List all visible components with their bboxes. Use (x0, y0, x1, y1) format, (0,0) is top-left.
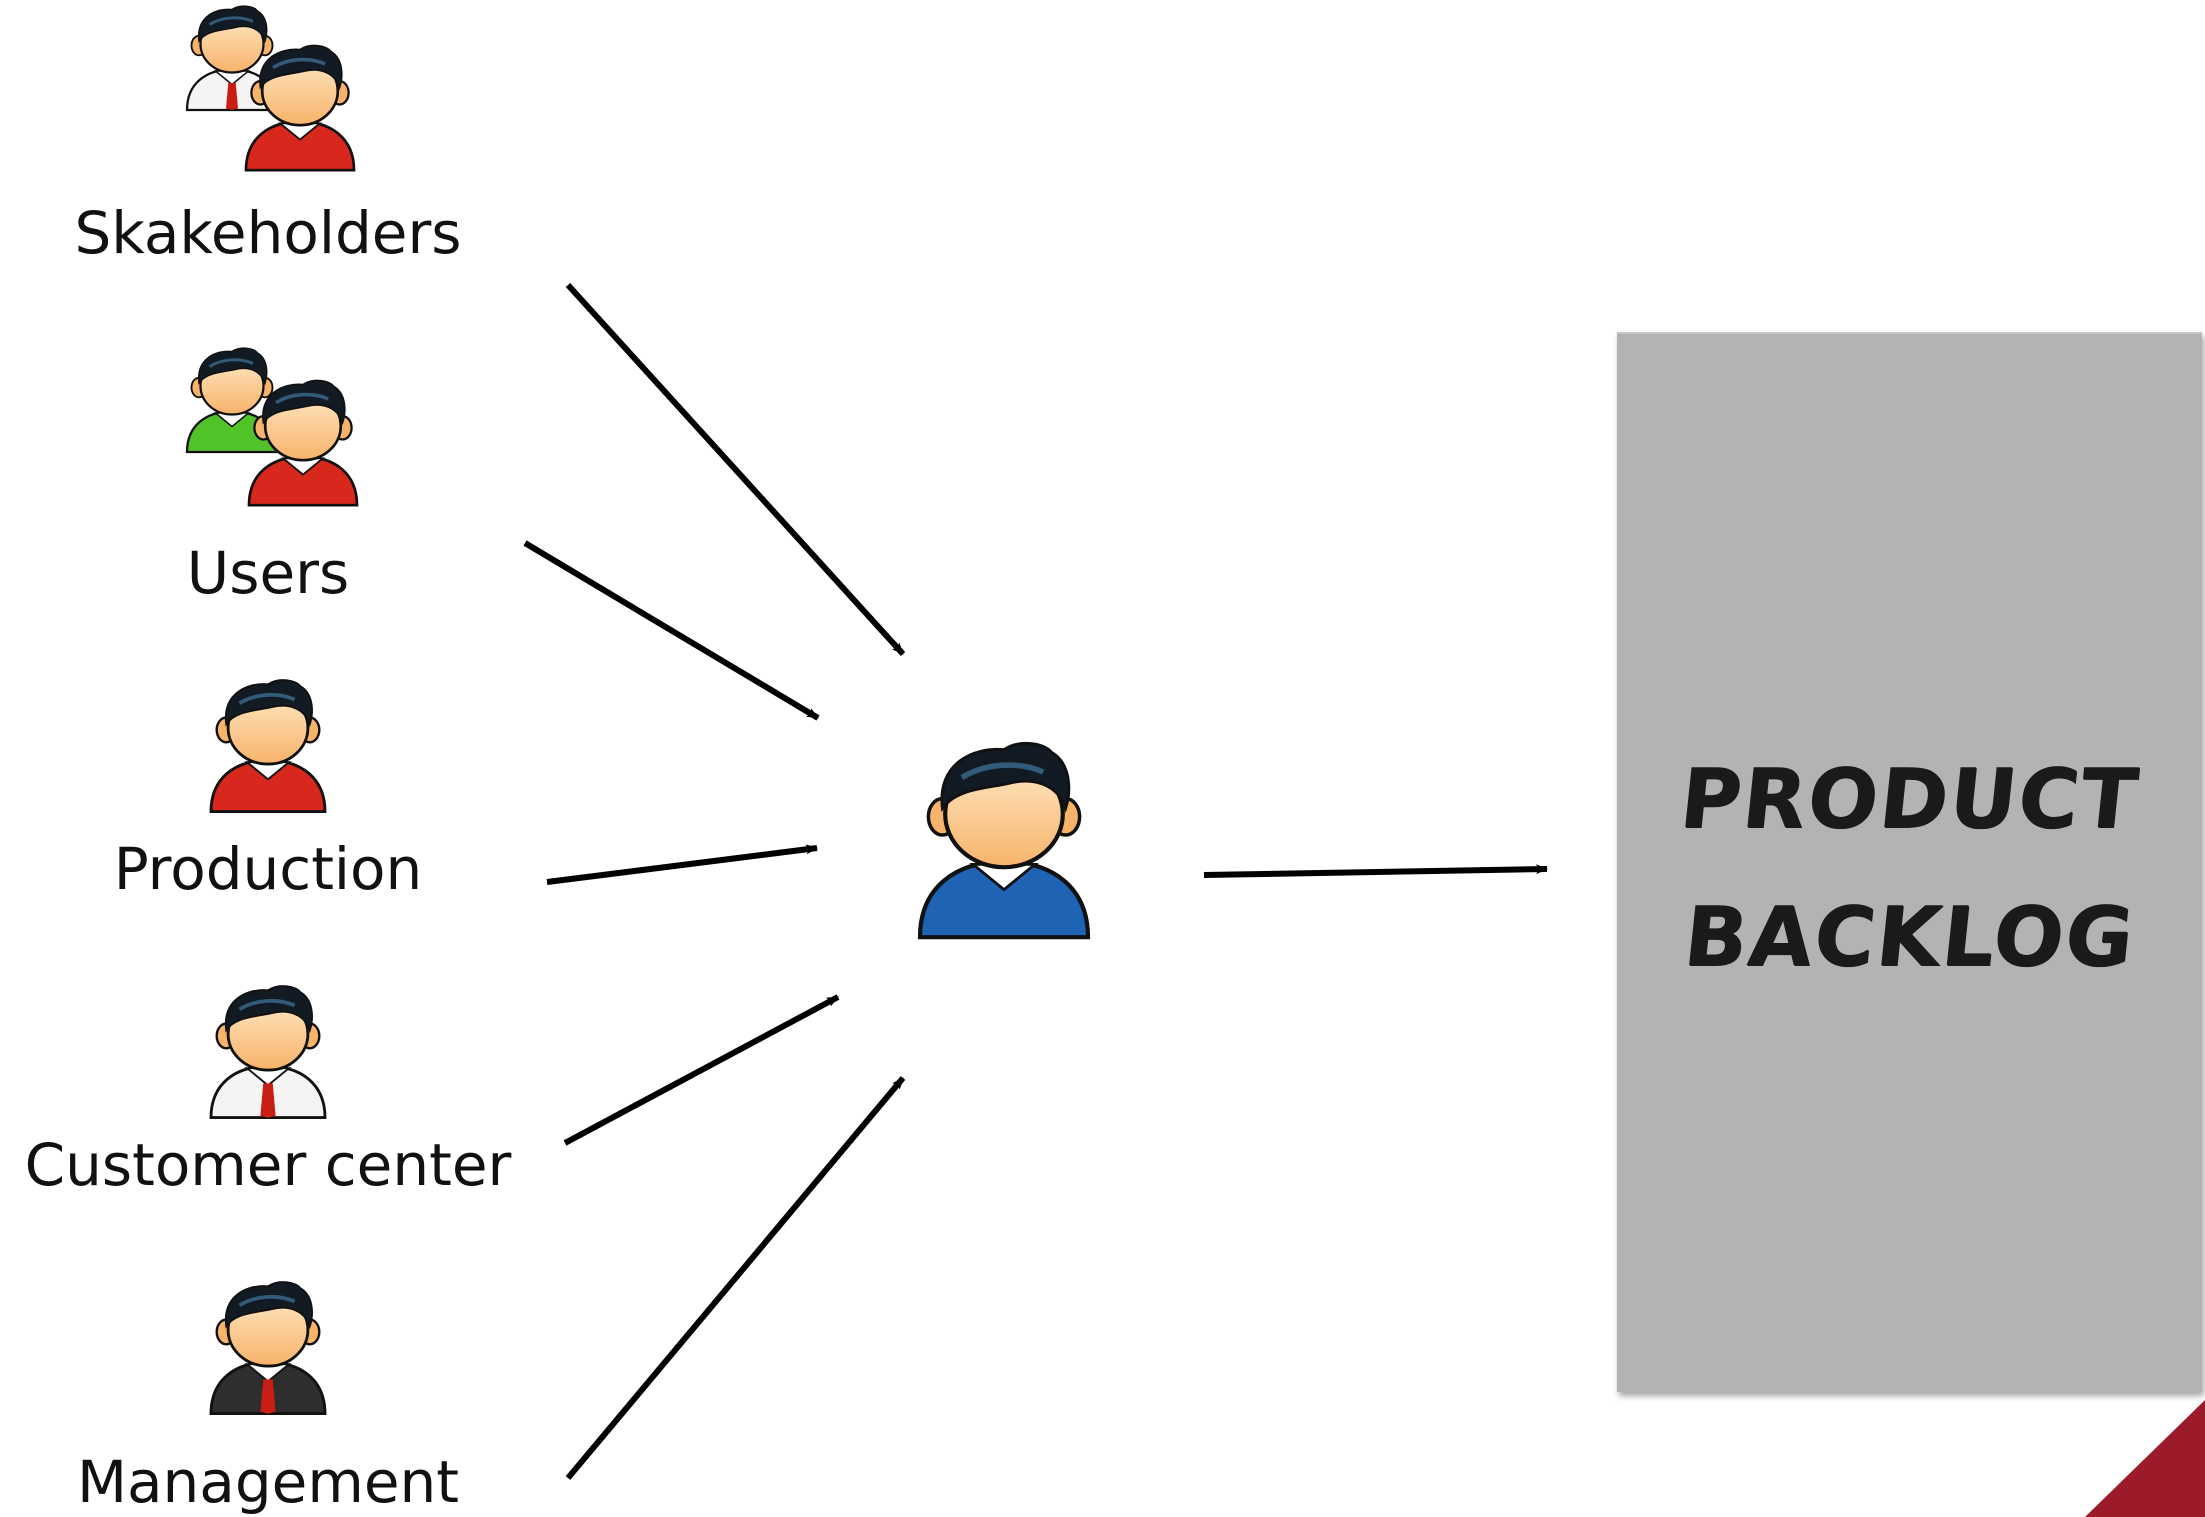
corner-accent (2085, 1400, 2205, 1517)
label-production: Production (113, 835, 423, 903)
label-management: Management (76, 1448, 460, 1516)
backlog-title-line1: PRODUCT (1675, 752, 2144, 847)
customer-center-icon (209, 985, 327, 1120)
skakeholders-icon-front (244, 44, 356, 172)
arrow-production (546, 844, 818, 885)
users-icon-front (247, 379, 359, 507)
label-customer-center: Customer center (24, 1131, 512, 1199)
production-icon (209, 679, 327, 814)
arrows (523, 282, 1548, 1480)
skakeholders-icon-back (185, 5, 279, 112)
arrow-users (523, 540, 820, 721)
management-icon (209, 1281, 327, 1416)
arrow-to-backlog (1203, 864, 1548, 878)
arrow-skakeholders (565, 282, 906, 657)
arrow-management (565, 1076, 906, 1480)
product-owner-icon (917, 741, 1091, 940)
backlog-title-line2: BACKLOG (1679, 890, 2140, 985)
users-icon-back (185, 347, 279, 454)
arrow-customer-center (563, 994, 840, 1146)
label-users: Users (186, 539, 350, 607)
people-icons (185, 5, 1091, 1416)
product-backlog-card: PRODUCT BACKLOG (1617, 332, 2202, 1392)
label-skakeholders: Skakeholders (74, 199, 462, 267)
